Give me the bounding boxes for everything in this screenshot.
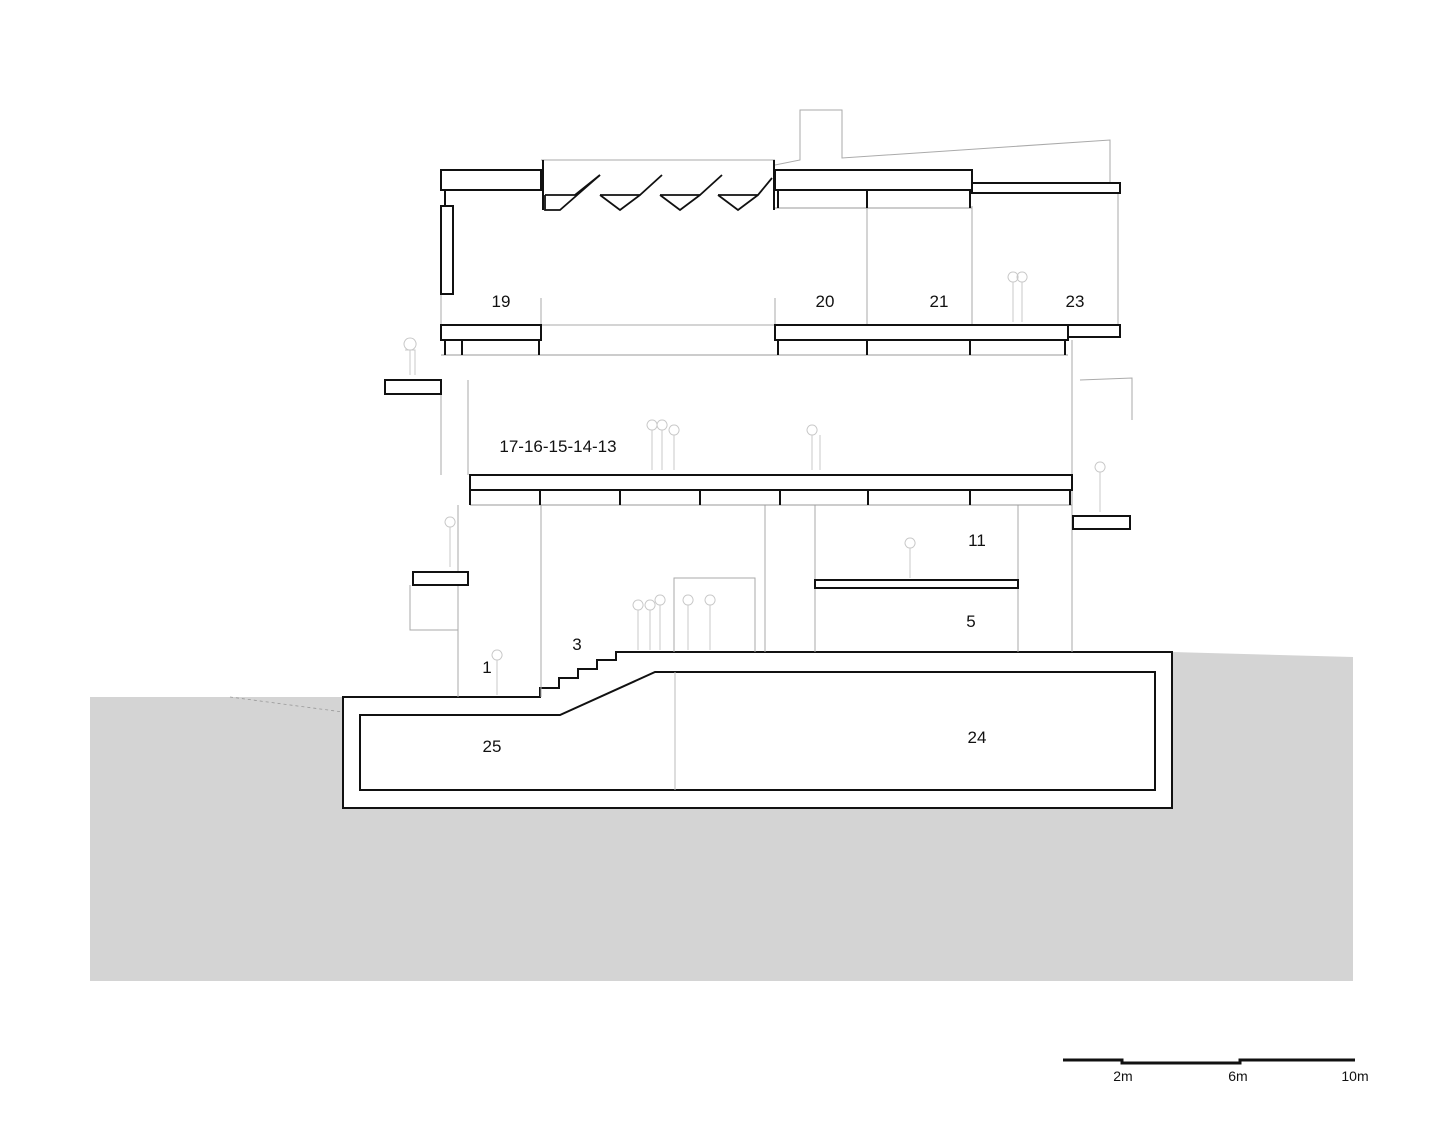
scale-bar	[1063, 1058, 1355, 1065]
thin-walls	[409, 109, 1133, 697]
ground	[90, 652, 1353, 981]
room-label-1: 1	[482, 658, 492, 677]
room-label-19: 19	[491, 292, 511, 311]
beams	[444, 160, 1071, 505]
basement	[342, 651, 1173, 809]
room-label-21: 21	[929, 292, 949, 311]
room-label-25: 25	[482, 737, 502, 756]
floor-slabs	[384, 169, 1131, 589]
room-label-5: 5	[966, 612, 976, 631]
room-label-11: 11	[968, 531, 986, 550]
room-label-20: 20	[815, 292, 835, 311]
skylight-louvers	[544, 174, 773, 212]
people-silhouettes	[403, 271, 1106, 695]
room-label-23: 23	[1065, 292, 1085, 311]
scale-tick-6m: 6m	[1228, 1068, 1248, 1084]
room-label-24: 24	[967, 728, 987, 747]
room-label-3: 3	[572, 635, 582, 654]
scale-tick-2m: 2m	[1113, 1068, 1133, 1084]
scale-tick-10m: 10m	[1341, 1068, 1369, 1084]
room-label-17-13: 17-16-15-14-13	[499, 437, 617, 456]
